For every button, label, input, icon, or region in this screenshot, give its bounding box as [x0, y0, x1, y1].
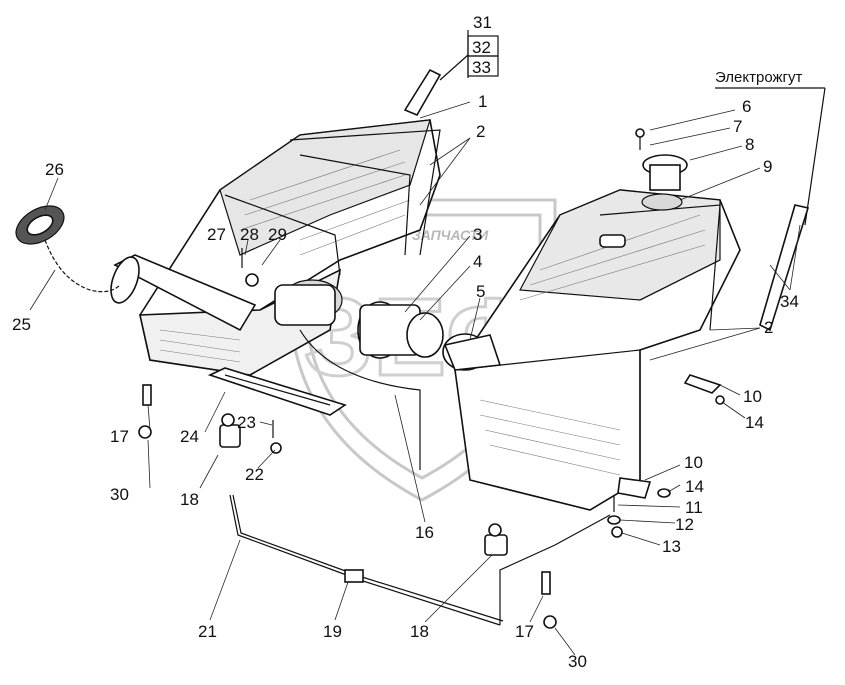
fittings — [138, 248, 557, 629]
callout-4: 4 — [473, 252, 482, 271]
callout-22: 22 — [245, 465, 264, 484]
callout-34: 34 — [780, 292, 799, 311]
callout-27: 27 — [207, 225, 226, 244]
callout-25: 25 — [12, 315, 31, 334]
callout-17-left: 17 — [110, 427, 129, 446]
callout-16: 16 — [415, 523, 434, 542]
callout-5: 5 — [476, 282, 485, 301]
callout-2-right: 2 — [764, 318, 773, 337]
bracket — [207, 367, 347, 416]
connector-hose-assembly — [357, 301, 502, 371]
callout-6: 6 — [742, 97, 751, 116]
callout-11: 11 — [685, 498, 703, 517]
leader-lines — [29, 101, 801, 656]
callout-28: 28 — [240, 225, 259, 244]
callout-2-left: 2 — [476, 122, 485, 141]
fuel-lines — [229, 329, 611, 626]
callout-19: 19 — [323, 622, 342, 641]
callout-10-top: 10 — [743, 387, 762, 406]
right-fuel-tank — [454, 128, 741, 511]
callout-31: 31 — [473, 13, 492, 32]
left-fuel-tank — [110, 68, 442, 376]
callout-14-bottom: 14 — [685, 477, 704, 496]
callout-labels: 31 32 33 1 2 26 27 28 29 3 4 5 25 6 7 8 … — [12, 13, 799, 671]
callout-17-right: 17 — [515, 622, 534, 641]
callout-18-left: 18 — [180, 490, 199, 509]
callout-32: 32 — [472, 38, 491, 57]
watermark-text: ЗАПЧАСТИ — [412, 227, 489, 243]
callout-1: 1 — [478, 92, 487, 111]
valves — [219, 413, 508, 556]
callout-14-top: 14 — [745, 413, 764, 432]
callout-29: 29 — [268, 225, 287, 244]
callout-box — [439, 30, 499, 81]
callout-33: 33 — [472, 58, 491, 77]
callout-7: 7 — [733, 117, 742, 136]
callout-18-right: 18 — [410, 622, 429, 641]
filler-cap-with-chain — [15, 205, 121, 293]
callout-10-bottom: 10 — [684, 453, 703, 472]
callout-23: 23 — [237, 413, 256, 432]
mounting-hardware — [607, 374, 725, 538]
callout-3: 3 — [473, 225, 482, 244]
callout-13: 13 — [662, 537, 681, 556]
callout-30-right: 30 — [568, 652, 587, 671]
callout-21: 21 — [198, 622, 217, 641]
harness-label: Электрожгут — [715, 69, 803, 86]
callout-30-left: 30 — [110, 485, 129, 504]
callout-9: 9 — [763, 157, 772, 176]
wire-harness — [715, 87, 826, 332]
callout-24: 24 — [180, 427, 199, 446]
callout-12: 12 — [675, 515, 694, 534]
callout-26: 26 — [45, 160, 64, 179]
callout-8: 8 — [745, 135, 754, 154]
